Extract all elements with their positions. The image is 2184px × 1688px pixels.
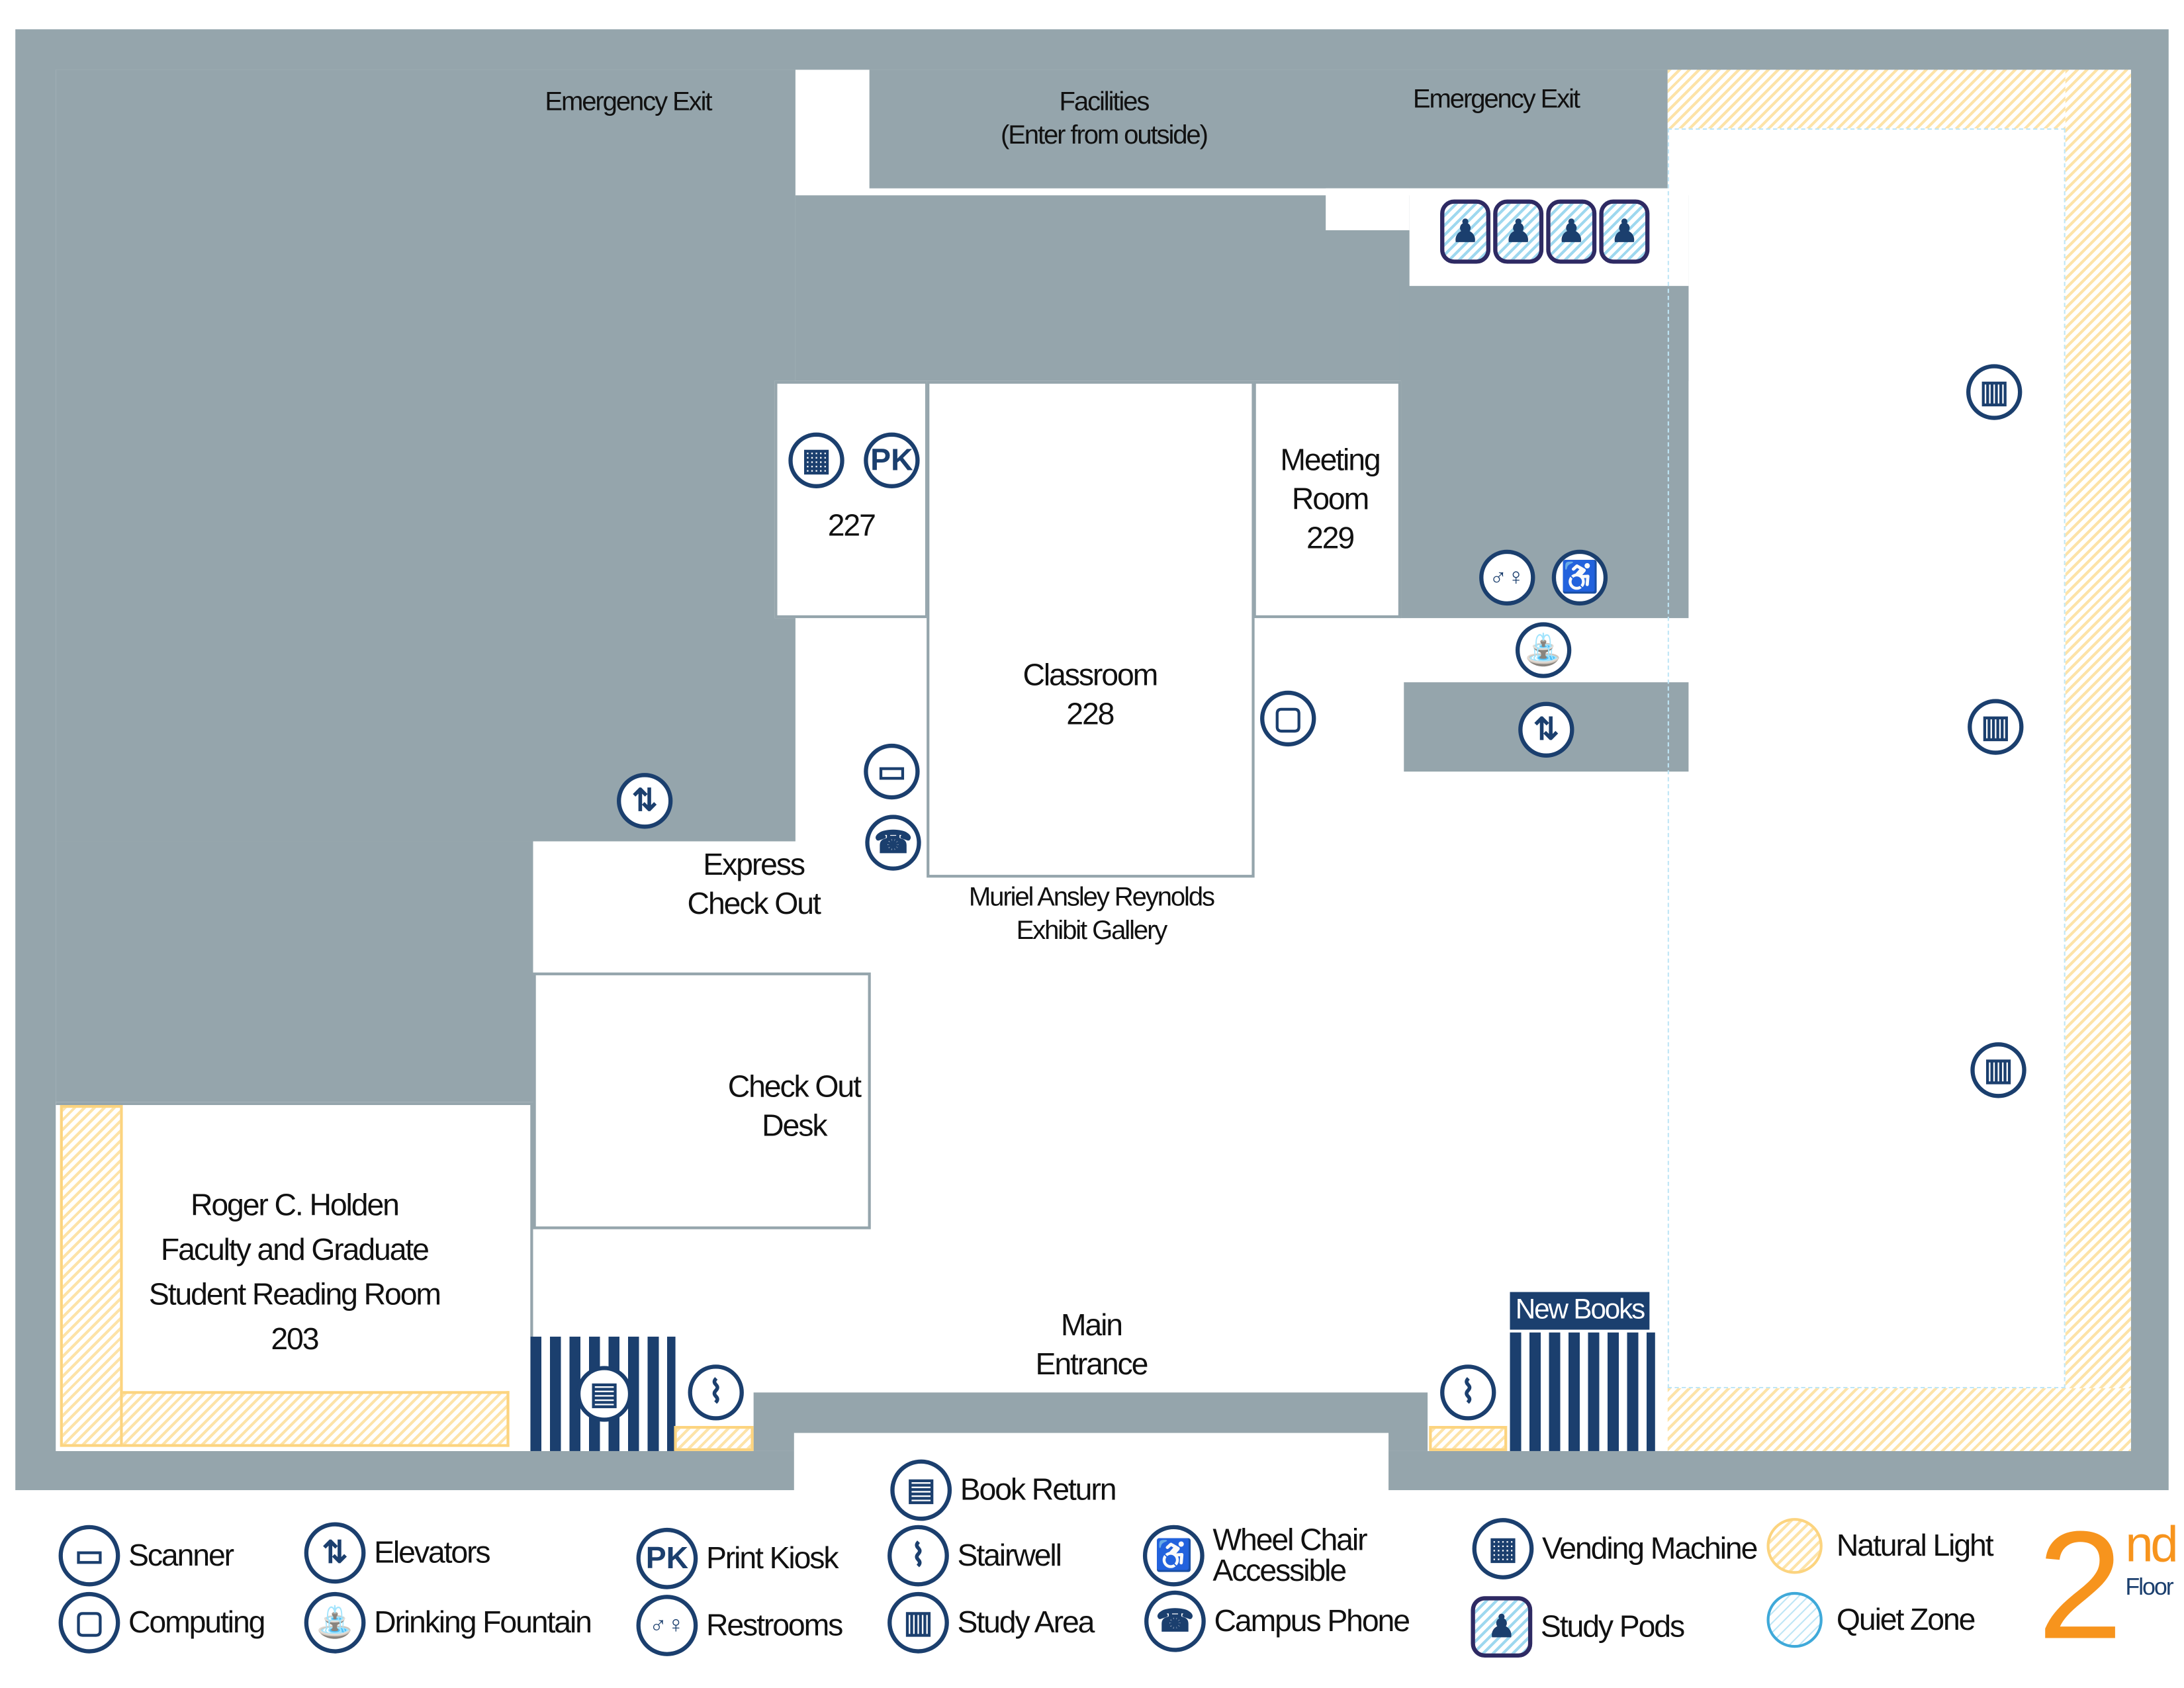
floor-suffix: nd	[2125, 1515, 2178, 1573]
legend-label: Elevators	[374, 1534, 491, 1570]
study-area-icon[interactable]: ▥	[1968, 699, 2024, 755]
express-check-out-label: Express Check Out	[687, 846, 821, 921]
legend-item-computing: ▢Computing	[58, 1591, 265, 1654]
legend-item-phone: ☎Campus Phone	[1144, 1590, 1410, 1652]
check-out-desk-label: Check Out Desk	[727, 1069, 862, 1143]
legend-item-study: ▥Study Area	[887, 1591, 1095, 1654]
room-227-label: 227	[827, 508, 876, 543]
pod-icon: ♟	[1471, 1596, 1533, 1658]
legend-item-fountain: ⛲Drinking Fountain	[304, 1591, 592, 1654]
wall-block	[1399, 286, 1689, 619]
meeting-room-label: Meeting Room 229	[1280, 442, 1381, 556]
elevator-icon[interactable]: ⇅	[617, 773, 673, 829]
legend-item-vending: ▦Vending Machine	[1472, 1518, 1758, 1579]
vending-machine-icon[interactable]: ▦	[788, 432, 844, 489]
elevator-icon: ⇅	[304, 1522, 366, 1584]
computing-icon[interactable]: ▢	[1260, 690, 1316, 747]
computing-icon: ▢	[58, 1591, 120, 1654]
legend-label: Natural Light	[1836, 1527, 1994, 1563]
emergency-exit-label: Emergency Exit	[545, 87, 712, 118]
classroom-228[interactable]	[927, 380, 1255, 878]
legend-item-stairs: ⌇Stairwell	[887, 1525, 1062, 1587]
stairs-icon: ⌇	[887, 1525, 949, 1587]
legend-label: Drinking Fountain	[374, 1604, 592, 1640]
legend-label: Quiet Zone	[1836, 1601, 1976, 1637]
natural-light-zone	[1667, 1388, 2131, 1451]
quiet-zone	[1667, 128, 2066, 1389]
legend-label: Book Return	[960, 1472, 1117, 1507]
quiet-zone-icon	[1766, 1591, 1823, 1648]
new-books-sign: New Books	[1510, 1292, 1650, 1330]
natural-light-zone	[2065, 69, 2131, 1451]
reading-room-natural-light	[60, 1105, 510, 1447]
legend-item-scanner: ▭Scanner	[58, 1525, 234, 1587]
study-pod-icon[interactable]: ♟	[1546, 199, 1597, 264]
vending-icon: ▦	[1472, 1518, 1534, 1579]
scanner-icon[interactable]: ▭	[864, 743, 920, 800]
campus-phone-icon[interactable]: ☎	[865, 815, 921, 871]
floor-number: 2	[2037, 1499, 2123, 1672]
print-kiosk-icon[interactable]: PK	[864, 432, 920, 489]
room-227[interactable]	[774, 380, 929, 619]
exhibit-gallery-label: Muriel Ansley Reynolds Exhibit Gallery	[968, 883, 1215, 946]
drinking-fountain-icon[interactable]: ⛲	[1515, 622, 1572, 678]
legend-item-pod: ♟Study Pods	[1471, 1596, 1685, 1658]
check-out-desk[interactable]	[533, 972, 871, 1229]
restrooms-icon[interactable]: ♂♀	[1479, 549, 1535, 606]
legend-label: Study Pods	[1540, 1609, 1685, 1644]
legend-item-bookreturn: ▤Book Return	[890, 1459, 1117, 1521]
legend-label: Print Kiosk	[705, 1540, 839, 1576]
meeting-room-229[interactable]	[1253, 380, 1402, 619]
study-area-icon[interactable]: ▥	[1966, 364, 2023, 420]
legend-label: Vending Machine	[1542, 1531, 1758, 1566]
facilities-label: Facilities (Enter from outside)	[1000, 87, 1208, 151]
scanner-icon: ▭	[58, 1525, 120, 1587]
phone-icon: ☎	[1144, 1590, 1206, 1652]
reading-room-label: Roger C. Holden Faculty and Graduate Stu…	[148, 1187, 441, 1356]
main-entrance-label: Main Entrance	[1035, 1307, 1149, 1382]
emergency-exit-label: Emergency Exit	[1412, 85, 1580, 114]
wall-block	[56, 841, 533, 1102]
classroom-label: Classroom 228	[1023, 657, 1158, 731]
study-area-icon[interactable]: ▥	[1970, 1042, 2026, 1098]
stairwell-icon[interactable]: ⌇	[1440, 1364, 1496, 1421]
legend-label: Computing	[128, 1604, 265, 1640]
legend-label: Wheel Chair Accessible	[1212, 1522, 1367, 1588]
wall-block	[869, 69, 1668, 189]
study-pod-icon[interactable]: ♟	[1493, 199, 1544, 264]
notch	[1326, 188, 1410, 230]
wheelchair-icon: ♿	[1142, 1525, 1205, 1587]
natural-light-zone	[1429, 1425, 1508, 1451]
wall-block	[56, 69, 796, 842]
legend-item-elevator: ⇅Elevators	[304, 1522, 491, 1584]
bookreturn-icon: ▤	[890, 1459, 952, 1521]
legend-item-wheelchair: ♿Wheel Chair Accessible	[1142, 1522, 1368, 1588]
legend-label: Scanner	[128, 1537, 234, 1573]
elevator-icon[interactable]: ⇅	[1518, 701, 1574, 758]
legend-item-quiet-zone: Quiet Zone	[1766, 1591, 1976, 1648]
fountain-icon: ⛲	[304, 1591, 366, 1654]
legend-item-natural-light: Natural Light	[1766, 1518, 1994, 1574]
natural-light-zone	[1667, 69, 2131, 128]
kiosk-icon: PK	[636, 1527, 698, 1589]
natural-light-icon	[1766, 1518, 1823, 1574]
natural-light-zone	[674, 1425, 754, 1451]
study-pod-icon[interactable]: ♟	[1599, 199, 1650, 264]
legend-label: Restrooms	[705, 1607, 843, 1642]
study-pod-icon[interactable]: ♟	[1440, 199, 1490, 264]
new-books-stacks	[1510, 1332, 1655, 1451]
restroom-icon: ♂♀	[636, 1595, 698, 1656]
legend-label: Stairwell	[957, 1537, 1062, 1573]
legend-item-restroom: ♂♀Restrooms	[636, 1595, 843, 1656]
legend-label: Study Area	[957, 1604, 1095, 1640]
floor-word: Floor	[2125, 1574, 2173, 1601]
stairwell-icon[interactable]: ⌇	[688, 1364, 744, 1421]
wheelchair-accessible-icon[interactable]: ♿	[1551, 549, 1608, 606]
book-return-icon[interactable]: ▤	[576, 1366, 633, 1422]
study-icon: ▥	[887, 1591, 949, 1654]
legend-label: Campus Phone	[1214, 1603, 1410, 1638]
